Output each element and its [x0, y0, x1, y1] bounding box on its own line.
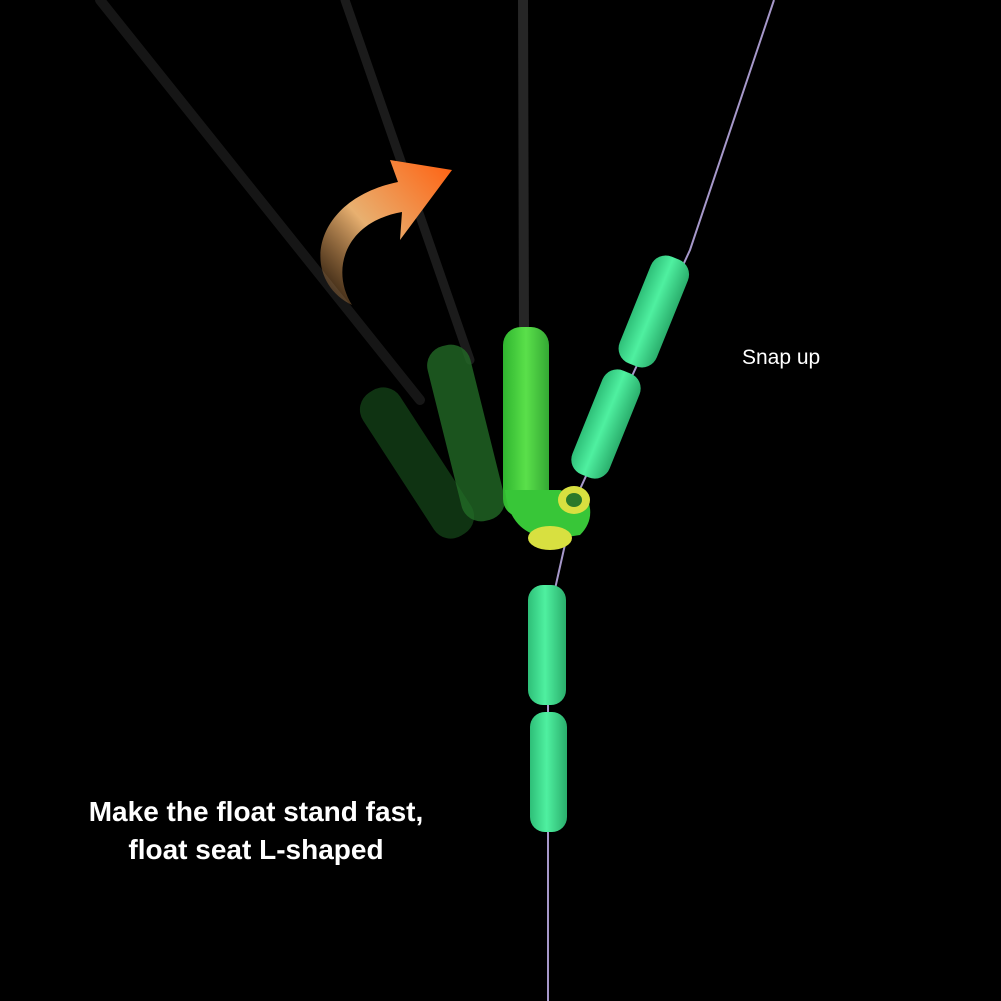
float-bead-lower-2 — [530, 712, 567, 832]
float-bead-upper-1 — [618, 255, 690, 368]
float-seat-l-shaped — [503, 327, 591, 550]
feature-caption-line-1: Make the float stand fast, — [88, 796, 424, 827]
snap-up-label: Snap up — [742, 346, 821, 369]
float-bead-lower-1 — [528, 585, 566, 705]
feature-caption: Make the float stand fast, float seat L-… — [56, 793, 456, 869]
float-rod — [518, 0, 529, 345]
float-seat-ghost-far — [359, 387, 475, 539]
curved-arrow-icon — [320, 160, 452, 305]
float-seat-ghost-mid — [427, 344, 505, 522]
float-rod-ghost-far — [95, 0, 425, 405]
feature-caption-line-2: float seat L-shaped — [128, 834, 384, 865]
float-bead-upper-2 — [571, 369, 641, 479]
